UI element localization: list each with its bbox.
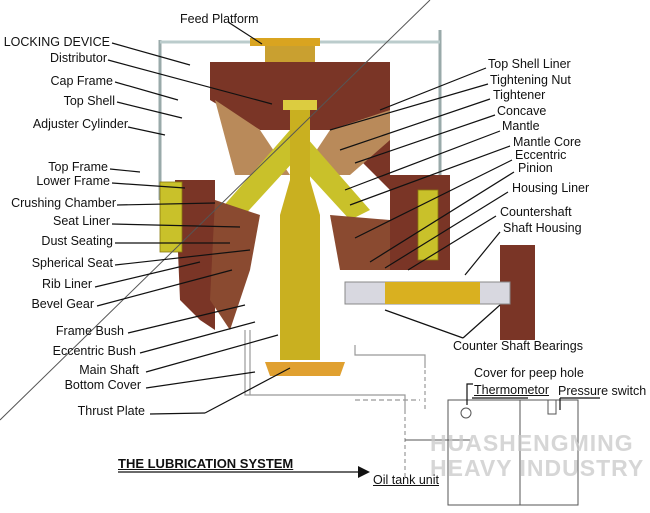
label-eccentric-bush: Eccentric Bush — [52, 344, 136, 358]
label-tightening-nut: Tightening Nut — [490, 73, 571, 87]
label-pressure-switch: Pressure switch — [558, 384, 647, 398]
label-tightener: Tightener — [493, 88, 546, 102]
label-bottom-cover: Bottom Cover — [64, 378, 141, 392]
label-crushing-chamber: Crushing Chamber — [11, 196, 116, 210]
label-counter-shaft-bearings: Counter Shaft Bearings — [453, 339, 583, 353]
label-mantle-core: Mantle Core — [513, 135, 582, 149]
watermark-line2: HEAVY INDUSTRY — [430, 455, 645, 481]
label-thermometor: Thermometor — [474, 383, 550, 397]
label-spherical-seat: Spherical Seat — [31, 256, 113, 270]
label-main-shaft: Main Shaft — [79, 363, 139, 377]
mantle — [220, 130, 370, 220]
main-shaft — [280, 105, 320, 360]
label-rib-liner: Rib Liner — [41, 277, 92, 291]
label-pinion: Pinion — [518, 161, 553, 175]
label-housing-liner: Housing Liner — [512, 181, 590, 195]
label-countershaft: Countershaft — [500, 205, 572, 219]
label-concave: Concave — [497, 104, 547, 118]
label-feed-platform: Feed Platform — [180, 12, 259, 26]
arrow-icon — [358, 466, 370, 478]
label-locking-device: LOCKING DEVICE — [3, 35, 110, 49]
label-lower-frame: Lower Frame — [36, 174, 110, 188]
label-distributor: Distributor — [50, 51, 107, 65]
label-thrust-plate: Thrust Plate — [77, 404, 145, 418]
label-oil-tank-unit: Oil tank unit — [373, 473, 440, 487]
label-top-shell-liner: Top Shell Liner — [488, 57, 571, 71]
springs — [159, 181, 439, 261]
lower-frame — [175, 180, 215, 330]
oil-pipes — [244, 330, 426, 480]
leader-lines — [94, 21, 600, 473]
label-eccentric: Eccentric — [515, 148, 567, 162]
oil-tank — [0, 0, 579, 506]
bottom-cover — [265, 362, 345, 376]
label-bevel-gear: Bevel Gear — [31, 297, 94, 311]
watermark-line1: HUASHENGMING — [430, 430, 634, 456]
label-frame-bush: Frame Bush — [55, 324, 124, 338]
label-shaft-housing: Shaft Housing — [503, 221, 582, 235]
label-seat-liner: Seat Liner — [53, 214, 110, 228]
label-adjuster-cylinder: Adjuster Cylinder — [32, 117, 128, 131]
lubrication-system-title: THE LUBRICATION SYSTEM — [118, 456, 294, 471]
label-mantle: Mantle — [502, 119, 540, 133]
label-cover-for-peep-hole: Cover for peep hole — [474, 366, 584, 380]
feed-platform — [250, 38, 320, 46]
label-top-frame: Top Frame — [48, 160, 108, 174]
label-top-shell: Top Shell — [63, 94, 115, 108]
label-cap-frame: Cap Frame — [50, 74, 113, 88]
label-dust-seating: Dust Seating — [41, 234, 113, 248]
